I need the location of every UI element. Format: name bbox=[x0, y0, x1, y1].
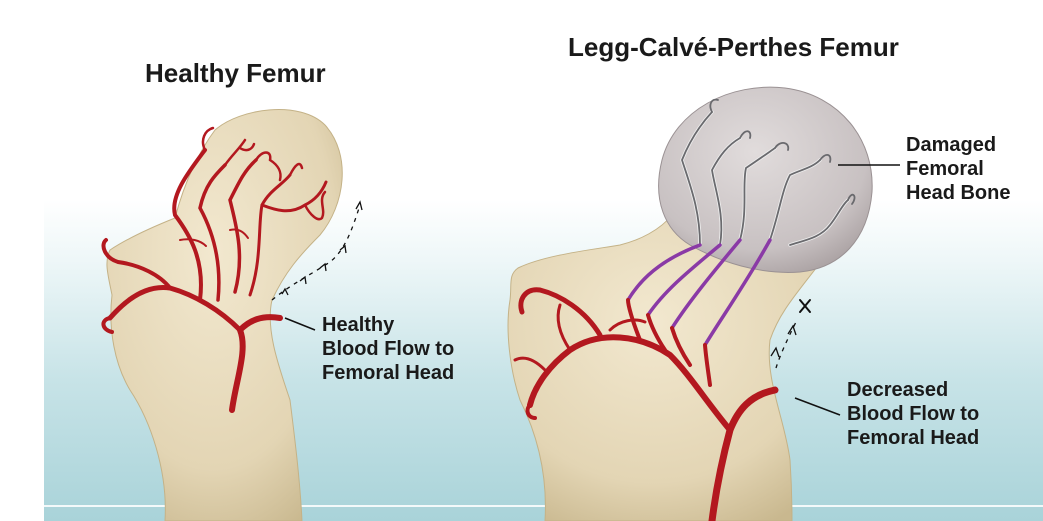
decreased-flow-line-1: Decreased bbox=[847, 378, 979, 402]
healthy-flow-label: Healthy Blood Flow to Femoral Head bbox=[322, 313, 454, 385]
decreased-leader-line bbox=[795, 398, 840, 415]
healthy-flow-line-2: Blood Flow to bbox=[322, 337, 454, 361]
healthy-leader-line bbox=[285, 318, 315, 330]
damaged-head-line-2: Femoral bbox=[906, 157, 1010, 181]
healthy-femur-title: Healthy Femur bbox=[145, 58, 326, 89]
decreased-flow-label: Decreased Blood Flow to Femoral Head bbox=[847, 378, 979, 450]
perthes-femur-title: Legg-Calvé-Perthes Femur bbox=[568, 32, 899, 63]
damaged-head-line-1: Damaged bbox=[906, 133, 1010, 157]
perthes-femur bbox=[508, 87, 900, 521]
decreased-flow-line-3: Femoral Head bbox=[847, 426, 979, 450]
damaged-head-label: Damaged Femoral Head Bone bbox=[906, 133, 1010, 205]
healthy-flow-line-3: Femoral Head bbox=[322, 361, 454, 385]
decreased-flow-line-2: Blood Flow to bbox=[847, 402, 979, 426]
damaged-head-line-3: Head Bone bbox=[906, 181, 1010, 205]
blocked-flow-x-icon bbox=[800, 300, 810, 312]
healthy-flow-line-1: Healthy bbox=[322, 313, 454, 337]
